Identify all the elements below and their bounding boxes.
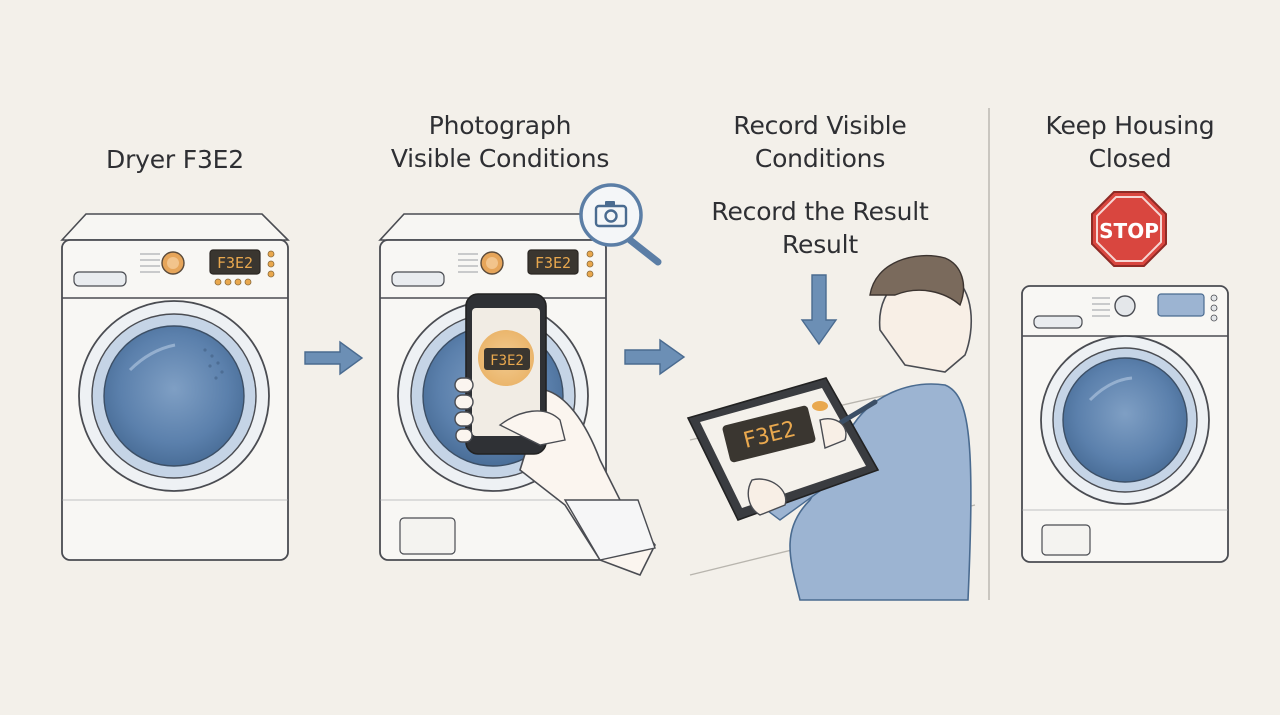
magnifier-icon (579, 183, 662, 266)
phone-screen-display (484, 348, 530, 370)
step-3-title-line2: Conditions (754, 144, 886, 173)
step-3-label: Record Visible Conditions (690, 109, 950, 175)
step-1-label: Dryer F3E2 (60, 143, 290, 176)
dryer-2-display (527, 249, 579, 275)
dryer-1-display (209, 249, 261, 275)
dryer-4 (1021, 285, 1229, 563)
arrow-right-icon (624, 338, 686, 376)
dryer-1-display-code: F3E2 (217, 254, 253, 272)
step-3-title-line1: Record Visible (733, 111, 907, 140)
step-1-title: Dryer F3E2 (106, 145, 244, 174)
person-recording: F3E2 (686, 254, 976, 601)
tablet: F3E2 (686, 377, 880, 521)
hand-holding-phone: F3E2 (454, 293, 656, 577)
step-4-title-line1: Keep Housing (1045, 111, 1215, 140)
step-3-sub-line1: Record the Result (711, 197, 929, 226)
camera-icon (594, 201, 628, 228)
stop-sign-icon: STOP (1091, 191, 1167, 267)
tablet-screen-display (722, 405, 816, 463)
arrow-right-icon (304, 340, 364, 376)
dryer-1: F3E2 (60, 213, 290, 561)
arrow-down-icon (800, 274, 838, 346)
stop-sign-text: STOP (1099, 219, 1159, 243)
step-4-label: Keep Housing Closed (1010, 109, 1250, 175)
step-2-title-line1: Photograph (428, 111, 572, 140)
section-divider (988, 108, 990, 600)
phone-display-code: F3E2 (490, 353, 524, 369)
step-2-title-line2: Visible Conditions (390, 144, 610, 173)
step-4-title-line2: Closed (1088, 144, 1172, 173)
step-3-sublabel: Record the Result Result (690, 195, 950, 261)
dryer-2-display-code: F3E2 (535, 254, 571, 272)
step-2-label: Photograph Visible Conditions (370, 109, 630, 175)
step-3-sub-line2: Result (781, 230, 859, 259)
